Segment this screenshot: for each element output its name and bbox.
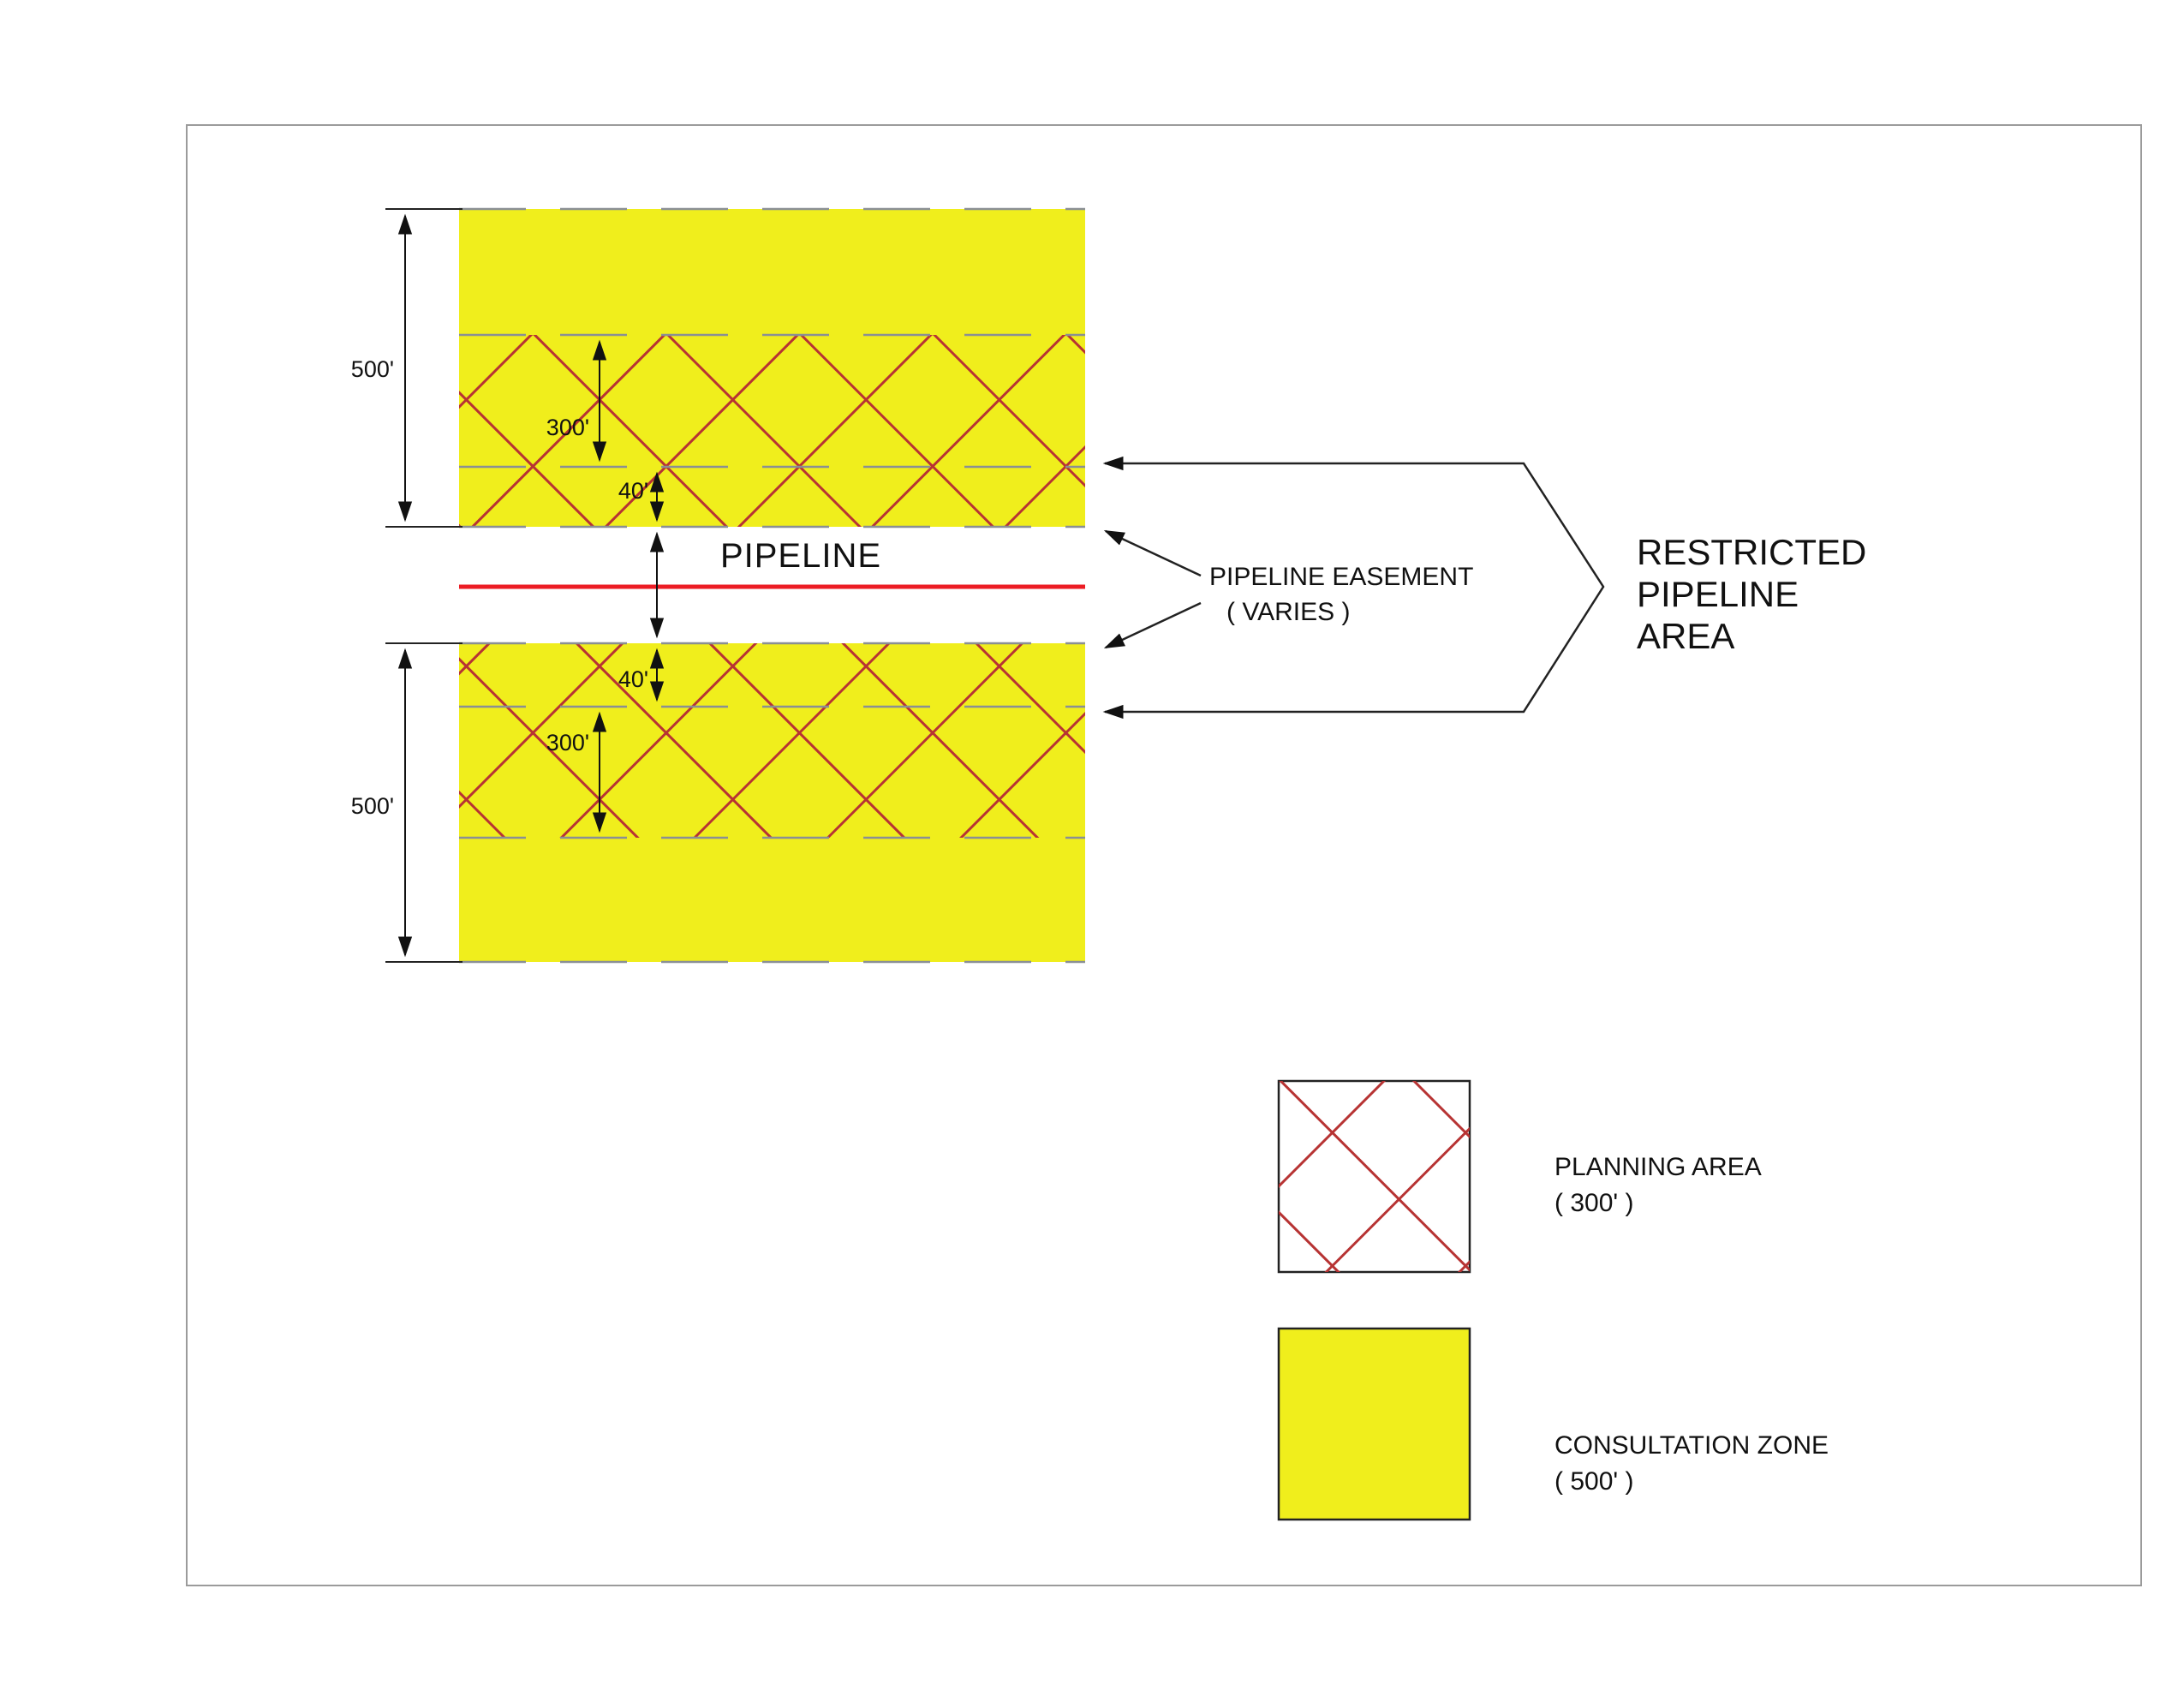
restricted-label-line1: RESTRICTED bbox=[1637, 532, 1866, 572]
planning-area-top bbox=[459, 335, 1085, 527]
restricted-label-line2: PIPELINE bbox=[1637, 574, 1799, 614]
dim-label-300-top: 300' bbox=[546, 415, 589, 440]
pipeline-label: PIPELINE bbox=[720, 537, 881, 575]
planning-area-bands bbox=[459, 335, 1085, 838]
dim-label-40-top: 40' bbox=[618, 478, 648, 504]
restricted-label-line3: AREA bbox=[1637, 616, 1734, 656]
legend-planning-label: PLANNING AREA bbox=[1554, 1153, 1762, 1181]
dim-label-500-top: 500' bbox=[351, 356, 394, 382]
legend-consultation-label: CONSULTATION ZONE bbox=[1554, 1431, 1829, 1460]
legend-consultation-swatch bbox=[1277, 1327, 1471, 1521]
dimension-arrows bbox=[397, 213, 665, 958]
legend: PLANNING AREA ( 300' ) CONSULTATION ZONE… bbox=[1277, 1079, 1829, 1521]
dimension-extension-lines bbox=[385, 208, 462, 963]
dimension-labels: 500' 300' 40' 40' 300' 500' bbox=[351, 356, 648, 819]
restricted-area-label: RESTRICTED PIPELINE AREA bbox=[1637, 532, 1866, 656]
planning-area-bottom bbox=[459, 643, 1085, 838]
dim-label-40-bottom: 40' bbox=[618, 666, 648, 692]
legend-consultation-size: ( 500' ) bbox=[1554, 1467, 1633, 1496]
dim-label-300-bottom: 300' bbox=[546, 730, 589, 755]
restricted-area-bracket bbox=[1102, 456, 1605, 720]
zone-boundary-lines bbox=[459, 207, 1085, 964]
easement-callout-arrows bbox=[1103, 529, 1202, 649]
easement-label-line2: ( VARIES ) bbox=[1226, 598, 1350, 626]
legend-planning-size: ( 300' ) bbox=[1554, 1189, 1633, 1217]
easement-arrow-top bbox=[1103, 529, 1202, 577]
easement-label-line1: PIPELINE EASEMENT bbox=[1209, 563, 1473, 591]
easement-label: PIPELINE EASEMENT ( VARIES ) bbox=[1209, 563, 1473, 626]
dim-label-500-bottom: 500' bbox=[351, 793, 394, 819]
legend-planning-swatch-hatch bbox=[1279, 1081, 1470, 1272]
easement-arrow-bottom bbox=[1103, 601, 1202, 649]
drawing-border bbox=[186, 124, 2142, 1586]
